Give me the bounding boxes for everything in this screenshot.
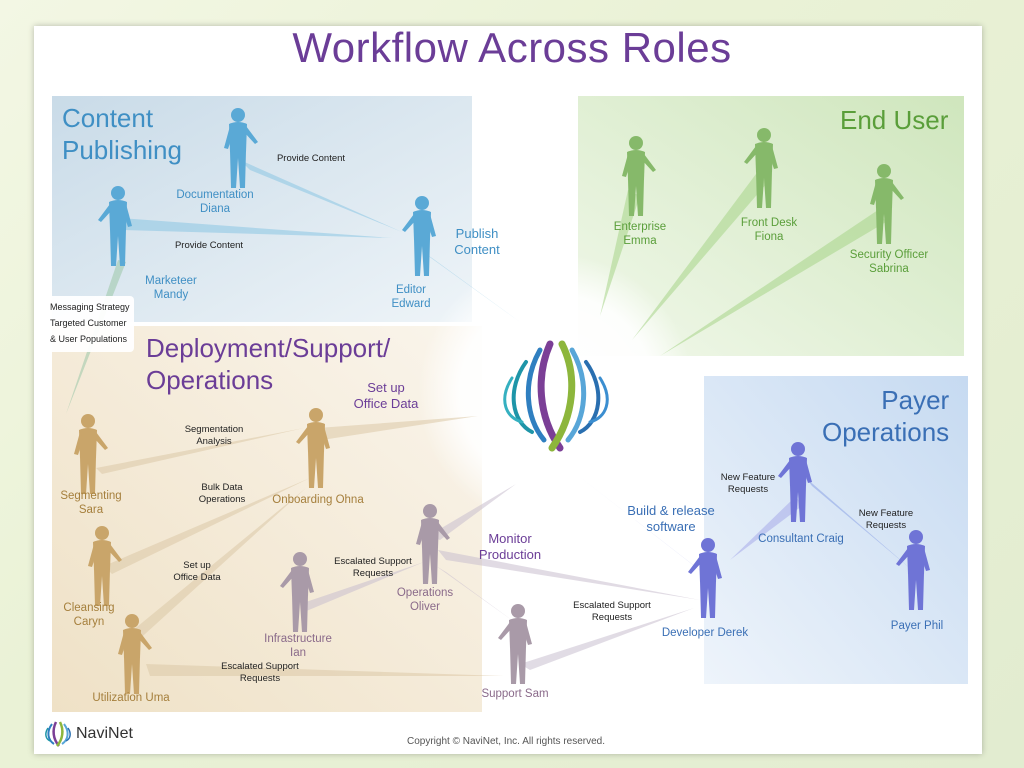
navinet-logo-text: NaviNet	[76, 725, 133, 742]
messaging-line-2: Targeted Customer	[50, 318, 127, 328]
label-marketeer-mandy: Marketeer Mandy	[145, 275, 197, 301]
wedge-ohna-center	[318, 416, 478, 440]
wedge-sabrina	[660, 210, 886, 356]
label-consultant-craig: Consultant Craig	[758, 533, 844, 545]
flow-provide-content-2: Provide Content	[174, 240, 244, 251]
flow-set-up-office-data-1: Set up Office Data	[353, 380, 419, 411]
infrastructure-ian-figure	[280, 552, 314, 632]
wedge-oliver-center	[428, 484, 516, 540]
wedge-craig-phil	[806, 478, 912, 570]
wedge-mandy-edward	[120, 218, 392, 238]
flow-escalated-support-3: Escalated Support Requests	[221, 661, 299, 684]
developer-derek-figure	[688, 538, 722, 618]
navinet-center-logo	[503, 340, 609, 452]
wedge-uma-sam	[146, 664, 504, 676]
enterprise-emma-figure	[622, 136, 656, 216]
flow-publish-content: Publish Content	[454, 226, 500, 257]
flow-set-up-office-data-2: Set up Office Data	[173, 560, 221, 583]
label-developer-derek: Developer Derek	[661, 627, 749, 639]
label-editor-edward: Editor Edward	[391, 284, 431, 310]
label-onboarding-ohna: Onboarding Ohna	[272, 494, 364, 506]
wedge-craig-derek	[730, 496, 802, 560]
flow-provide-content-1: Provide Content	[276, 153, 346, 164]
messaging-line-3: & User Populations	[50, 334, 128, 344]
messaging-line-1: Messaging Strategy	[50, 302, 130, 312]
wedge-emma	[600, 190, 640, 316]
wedge-oliver-derek	[438, 550, 700, 600]
label-infrastructure-ian: Infrastructure Ian	[264, 633, 332, 659]
copyright-text: Copyright © NaviNet, Inc. All rights res…	[407, 736, 605, 747]
label-segmenting-sara: Segmenting Sara	[60, 490, 122, 516]
content-publishing-title: Content Publishing	[62, 103, 182, 165]
payer-operations-region	[704, 376, 968, 684]
flow-bulk-data-operations: Bulk Data Operations	[198, 482, 246, 505]
payer-phil-figure	[896, 530, 930, 610]
label-front-desk-fiona: Front Desk Fiona	[740, 217, 798, 243]
messaging-strategy-box: Messaging Strategy Targeted Customer & U…	[46, 296, 134, 352]
documentation-diana-figure	[224, 108, 258, 188]
onboarding-ohna-figure	[296, 408, 330, 488]
wedge-sara-ohna	[96, 428, 304, 474]
label-payer-phil: Payer Phil	[890, 620, 944, 632]
flow-escalated-support-2: Escalated Support Requests	[573, 600, 651, 623]
operations-oliver-figure	[416, 504, 450, 584]
center-glow	[418, 254, 694, 530]
label-utilization-uma: Utilization Uma	[92, 692, 170, 704]
support-sam-figure	[498, 604, 532, 684]
navinet-logo-icon	[45, 721, 71, 747]
flow-monitor-production: Monitor Production	[478, 531, 542, 562]
wedge-fiona	[632, 174, 768, 340]
page-title: Workflow Across Roles	[292, 24, 732, 71]
flow-build-release: Build & release software	[627, 503, 715, 534]
wedge-uma-ohna	[126, 488, 306, 644]
flow-escalated-support-1: Escalated Support Requests	[334, 556, 412, 579]
cleansing-caryn-figure	[88, 526, 122, 606]
wedge-derek-center	[576, 474, 710, 578]
end-user-title: End User	[840, 105, 949, 135]
label-operations-oliver: Operations Oliver	[396, 587, 454, 613]
wedge-oliver-sam	[436, 566, 520, 626]
flow-new-feature-1: New Feature Requests	[720, 472, 776, 495]
label-cleansing-caryn: Cleansing Caryn	[63, 602, 115, 628]
marketeer-mandy-figure	[98, 186, 132, 266]
label-security-officer-sabrina: Security Officer Sabrina	[849, 249, 929, 275]
flow-wedges	[66, 160, 912, 676]
editor-edward-figure	[402, 196, 436, 276]
label-documentation-diana: Documentation Diana	[176, 189, 254, 215]
security-officer-sabrina-figure	[870, 164, 904, 244]
flow-segmentation-analysis: Segmentation Analysis	[184, 424, 244, 447]
label-support-sam: Support Sam	[481, 688, 549, 700]
wedge-edward-center	[420, 250, 520, 322]
wedge-sam-derek	[520, 608, 694, 670]
wedge-caryn-ohna	[104, 478, 310, 574]
payer-operations-title: Payer Operations	[822, 385, 950, 447]
wedge-ian-oliver	[300, 562, 424, 612]
consultant-craig-figure	[778, 442, 812, 522]
front-desk-fiona-figure	[744, 128, 778, 208]
navinet-logo: NaviNet	[44, 720, 133, 748]
segmenting-sara-figure	[74, 414, 108, 494]
deployment-title: Deployment/Support/ Operations	[146, 333, 391, 395]
utilization-uma-figure	[118, 614, 152, 694]
wedge-diana-edward	[240, 160, 402, 232]
flow-new-feature-2: New Feature Requests	[858, 508, 914, 531]
label-enterprise-emma: Enterprise Emma	[613, 221, 667, 247]
